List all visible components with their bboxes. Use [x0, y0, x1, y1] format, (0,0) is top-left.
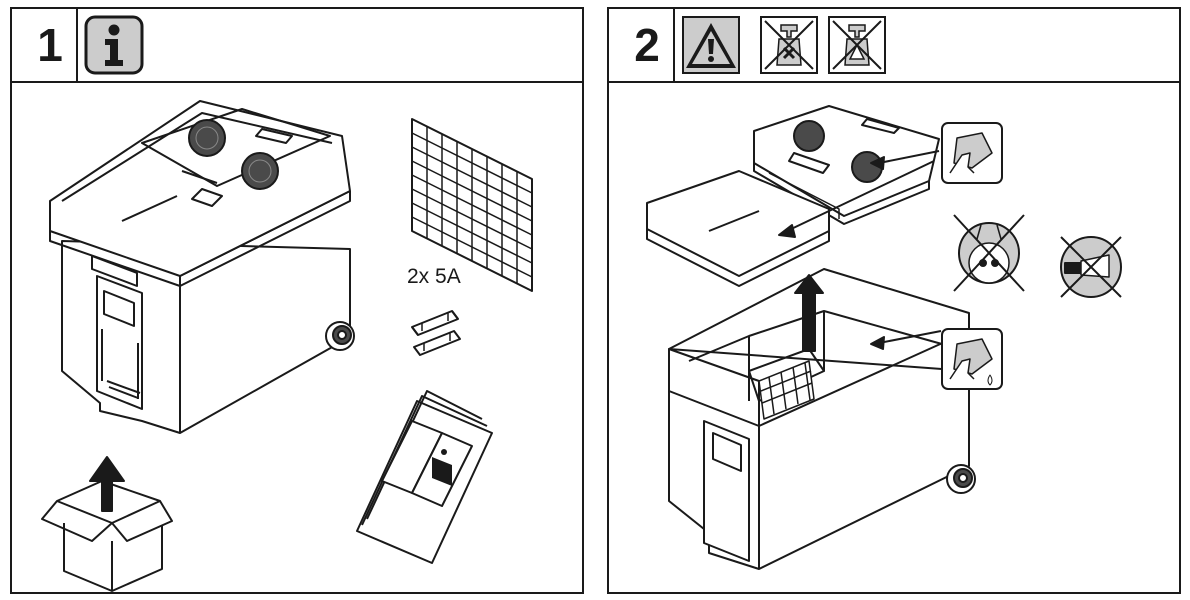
wipe-cloth-icon — [941, 122, 1003, 184]
lid-module — [753, 105, 940, 225]
information-icon — [84, 15, 144, 75]
header-divider — [673, 9, 675, 81]
step-2-illustration — [646, 105, 1122, 570]
no-abrasive-cleaner-icon — [827, 15, 887, 75]
step-2-header: 2 — [609, 9, 1179, 83]
unpack-box-icon — [41, 456, 173, 592]
disconnect-socket-icon — [953, 214, 1025, 292]
fuses — [411, 310, 461, 356]
step-1-header: 1 — [12, 9, 582, 83]
cooler-body — [668, 268, 976, 570]
header-divider — [76, 9, 78, 81]
no-cleaning-spray-icon — [759, 15, 819, 75]
wipe-cloth-icon — [941, 328, 1003, 390]
step-2-number: 2 — [634, 19, 660, 71]
disconnect-plug-icon — [1060, 236, 1122, 298]
ventilation-grid — [411, 118, 533, 292]
fuse-label: 2x 5A — [407, 265, 461, 288]
cooler-box — [49, 100, 355, 434]
step-1-number: 1 — [37, 19, 63, 71]
lid-panel — [646, 170, 830, 287]
step-2-panel: 2 — [607, 7, 1181, 594]
step-1-illustration — [41, 100, 533, 592]
warning-icon — [681, 15, 741, 75]
instruction-manual — [356, 390, 493, 564]
step-1-panel: 1 — [10, 7, 584, 594]
